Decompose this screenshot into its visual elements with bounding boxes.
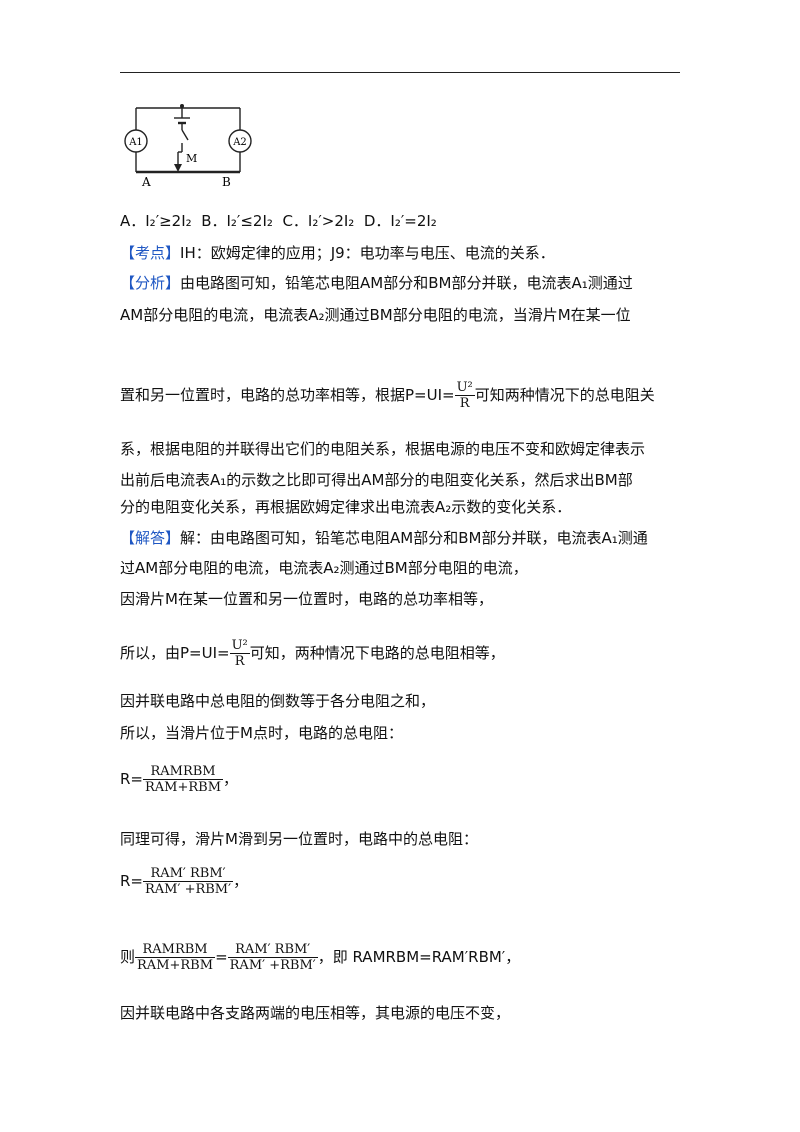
point-a-label: A: [141, 175, 151, 189]
fraction-denominator: R: [454, 395, 475, 411]
r-equals-2: R=: [120, 872, 143, 890]
fenxi-text-1: 由电路图可知，铅笔芯电阻AM部分和BM部分并联，电流表A₁测通过: [180, 274, 633, 292]
fenxi-line-5: 出前后电流表A₁的示数之比即可得出AM部分的电阻变化关系，然后求出BM部: [120, 471, 633, 489]
jieda-line-9: 因并联电路中各支路两端的电压相等，其电源的电压不变，: [120, 1004, 511, 1022]
fenxi-line-4: 系，根据电阻的并联得出它们的电阻关系，根据电源的电压不变和欧姆定律表示: [120, 440, 646, 458]
jieda-tag: 【解答】: [120, 529, 181, 547]
jieda-line-7: 同理可得，滑片M滑到另一位置时，电路中的总电阻：: [120, 830, 478, 848]
header-rule: [120, 72, 680, 73]
equals-sign: =: [215, 948, 228, 966]
option-c: C．I₂′>2I₂: [282, 212, 355, 230]
fenxi-line-6: 分的电阻变化关系，再根据欧姆定律求出电流表A₂示数的变化关系．: [120, 498, 572, 516]
option-b: B．I₂′≤2I₂: [201, 212, 273, 230]
jieda-text-4b: 可知，两种情况下电路的总电阻相等，: [249, 644, 505, 662]
fenxi-text-3b: 可知两种情况下的总电阻关: [474, 386, 655, 404]
jieda-line-5: 因并联电路中总电阻的倒数等于各分电阻之和，: [120, 692, 436, 710]
jieda-line-3: 因滑片M在某一位置和另一位置时，电路的总功率相等，: [120, 590, 493, 608]
fraction-numerator: U²: [231, 638, 248, 653]
jieda-text-4a: 所以，由P=UI=: [120, 644, 230, 662]
fraction-numerator: U²: [456, 380, 473, 395]
point-b-label: B: [222, 175, 231, 189]
ammeter-a2-label: A2: [232, 137, 247, 148]
jieda-text-8b: ，即 RAMRBM=RAM′RBM′，: [317, 948, 521, 966]
kaodian-text: IH：欧姆定律的应用；J9：电功率与电压、电流的关系．: [180, 244, 555, 262]
jieda-text-8a: 则: [120, 948, 136, 966]
circuit-diagram: A1 A2 M A B: [124, 104, 252, 189]
option-d: D．I₂′=2I₂: [363, 212, 437, 230]
kaodian-tag: 【考点】: [120, 244, 181, 262]
ammeter-a1-label: A1: [128, 137, 143, 148]
r-tail: ，: [223, 770, 239, 788]
jieda-line-6: 所以，当滑片位于M点时，电路的总电阻：: [120, 724, 403, 742]
eq-left-numerator: RAMRBM: [142, 942, 208, 957]
r-denominator: RAM+RBM: [143, 779, 224, 795]
r2-fraction: RAM′ RBM′RAM′ +RBM′: [143, 866, 234, 897]
r2-numerator: RAM′ RBM′: [150, 866, 226, 881]
eq-right-numerator: RAM′ RBM′: [235, 942, 311, 957]
fenxi-text-3a: 置和另一位置时，电路的总功率相等，根据P=UI=: [120, 386, 455, 404]
kaodian-line: 【考点】IH：欧姆定律的应用；J9：电功率与电压、电流的关系．: [120, 242, 555, 264]
eq-right-denominator: RAM′ +RBM′: [227, 957, 318, 973]
fenxi-tag: 【分析】: [120, 274, 181, 292]
eq-right-fraction: RAM′ RBM′RAM′ +RBM′: [227, 942, 318, 973]
r2-tail: ，: [233, 872, 249, 890]
fenxi-line-2: AM部分电阻的电流，电流表A₂测通过BM部分电阻的电流，当滑片M在某一位: [120, 306, 631, 324]
formula-r-total-2: R=RAM′ RBM′RAM′ +RBM′，: [120, 866, 248, 897]
r-numerator: RAMRBM: [150, 764, 216, 779]
jieda-text-1: 解：由电路图可知，铅笔芯电阻AM部分和BM部分并联，电流表A₁测通: [180, 529, 648, 547]
jieda-line-2: 过AM部分电阻的电流，电流表A₂测通过BM部分电阻的电流，: [120, 559, 528, 577]
eq-left-denominator: RAM+RBM: [135, 957, 216, 973]
slider-label: M: [186, 152, 197, 165]
r-equals: R=: [120, 770, 143, 788]
answer-options: A．I₂′≥2I₂ B．I₂′≤2I₂ C．I₂′>2I₂ D．I₂′=2I₂: [120, 210, 437, 232]
jieda-line-1: 【解答】解：由电路图可知，铅笔芯电阻AM部分和BM部分并联，电流表A₁测通: [120, 527, 648, 549]
fraction-denominator: R: [229, 653, 250, 669]
fenxi-line-1: 【分析】由电路图可知，铅笔芯电阻AM部分和BM部分并联，电流表A₁测通过: [120, 272, 633, 294]
option-a: A．I₂′≥2I₂: [120, 212, 192, 230]
r2-denominator: RAM′ +RBM′: [143, 881, 234, 897]
